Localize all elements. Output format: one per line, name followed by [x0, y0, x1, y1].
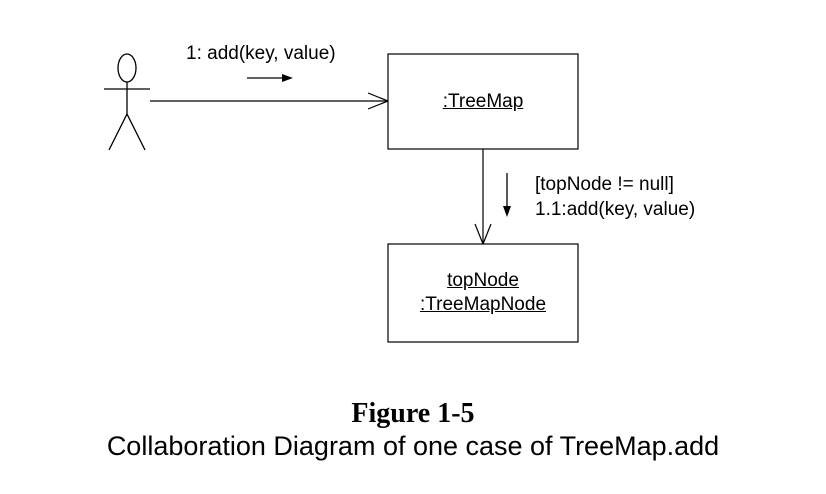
message-1-1-label: 1.1:add(key, value) [535, 199, 696, 220]
message-1-1-arrow [503, 173, 511, 217]
treemap-object-name: :TreeMap [442, 91, 524, 112]
figure-caption: Collaboration Diagram of one case of Tre… [106, 431, 720, 461]
actor-head [117, 53, 137, 83]
figure-number: Figure 1-5 [351, 398, 475, 429]
message-1-label: 1: add(key, value) [186, 43, 336, 64]
topnode-object-box [387, 243, 579, 343]
topnode-object-name-line1: topNode [447, 270, 519, 291]
actor-figure [104, 53, 150, 151]
message-1-1-guard: [topNode != null] [535, 174, 674, 195]
link-treemap-topnode [474, 149, 492, 246]
topnode-object-name-line2: :TreeMapNode [419, 294, 547, 315]
actor-leg-left [108, 113, 128, 151]
actor-leg-right [126, 113, 146, 151]
link-actor-treemap [150, 92, 390, 110]
message-1-arrow [247, 74, 293, 82]
